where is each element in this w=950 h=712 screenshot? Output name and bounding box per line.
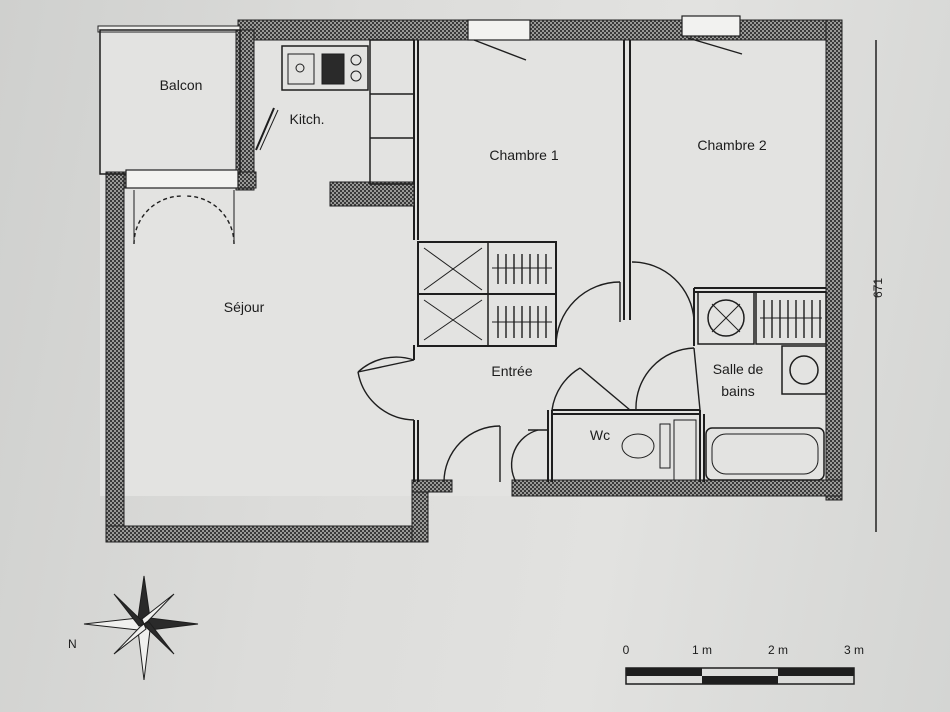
compass-rose: N xyxy=(68,575,199,681)
room-labels: Balcon Kitch. Chambre 1 Chambre 2 Séjour… xyxy=(160,77,767,443)
compass-letter: N xyxy=(68,637,77,651)
room-label-wc: Wc xyxy=(590,427,610,443)
scale-bar: 0 1 m 2 m 3 m xyxy=(623,643,864,685)
room-label-sdb-2: bains xyxy=(721,383,754,399)
room-label-balcon: Balcon xyxy=(160,77,203,93)
room-label-kitchen: Kitch. xyxy=(289,111,324,127)
room-label-sdb-1: Salle de xyxy=(713,361,764,377)
scale-label-2: 2 m xyxy=(768,643,788,657)
doors xyxy=(133,37,743,483)
scale-label-1: 1 m xyxy=(692,643,712,657)
scale-label-0: 0 xyxy=(623,643,630,657)
dimension-label: 671 xyxy=(871,278,885,298)
scale-label-3: 3 m xyxy=(844,643,864,657)
room-label-entree: Entrée xyxy=(491,363,532,379)
floor-areas xyxy=(100,28,836,496)
room-label-chambre-1: Chambre 1 xyxy=(489,147,558,163)
partition-walls xyxy=(99,29,827,482)
dimension-line: 671 xyxy=(871,40,885,532)
room-label-chambre-2: Chambre 2 xyxy=(697,137,766,153)
room-label-sejour: Séjour xyxy=(224,299,265,315)
windows xyxy=(125,15,741,189)
wardrobe-symbols xyxy=(287,53,822,481)
